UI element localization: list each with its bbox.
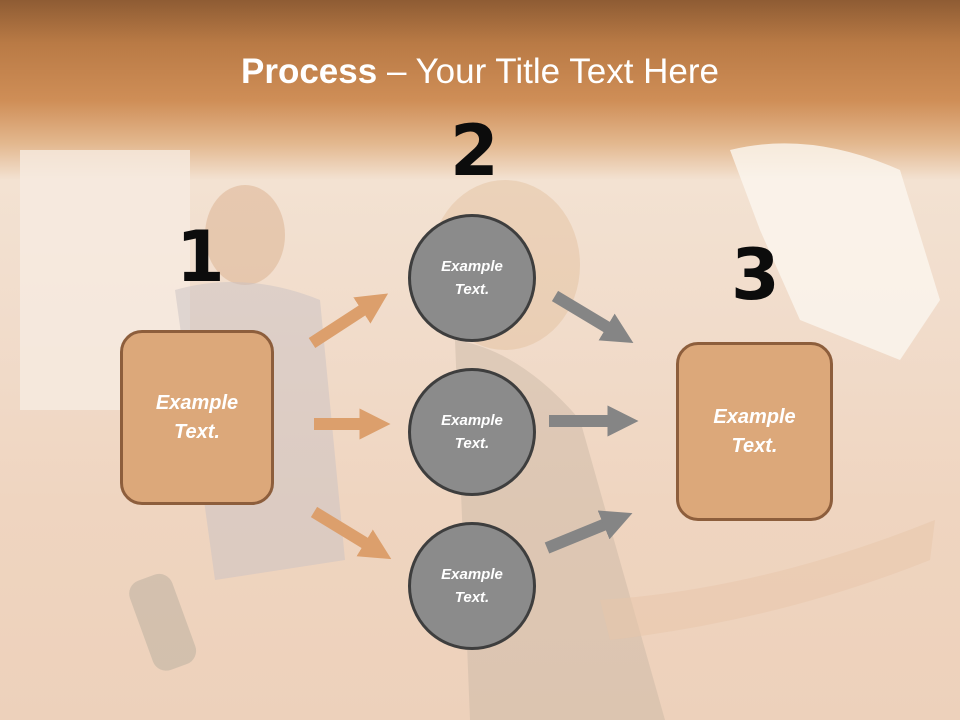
title-bold-text: Process <box>241 52 378 91</box>
step-3-box[interactable]: Example Text. <box>676 342 833 521</box>
step-2-circle-top-text: Example Text. <box>441 258 503 298</box>
step-2-circle-middle-text: Example Text. <box>441 412 503 452</box>
step-1-box[interactable]: Example Text. <box>120 330 274 505</box>
arrow-1-to-top <box>308 293 389 349</box>
step-number-1: 1 <box>176 216 225 298</box>
step-number-3: 3 <box>731 234 780 316</box>
step-1-box-text: Example Text. <box>155 391 239 443</box>
step-2-circle-bottom[interactable]: Example Text. <box>408 522 536 650</box>
title-rest-text: – Your Title Text Here <box>377 52 719 91</box>
arrow-top-to-3 <box>551 290 634 344</box>
step-2-circle-middle[interactable]: Example Text. <box>408 368 536 496</box>
arrow-1-to-bottom <box>310 506 392 560</box>
step-2-circle-top[interactable]: Example Text. <box>408 214 536 342</box>
arrow-bottom-to-3 <box>544 510 633 554</box>
step-2-circle-bottom-text: Example Text. <box>441 566 503 606</box>
slide-title: Process – Your Title Text Here <box>0 52 960 92</box>
step-number-2: 2 <box>450 110 499 192</box>
step-3-box-text: Example Text. <box>713 405 796 457</box>
